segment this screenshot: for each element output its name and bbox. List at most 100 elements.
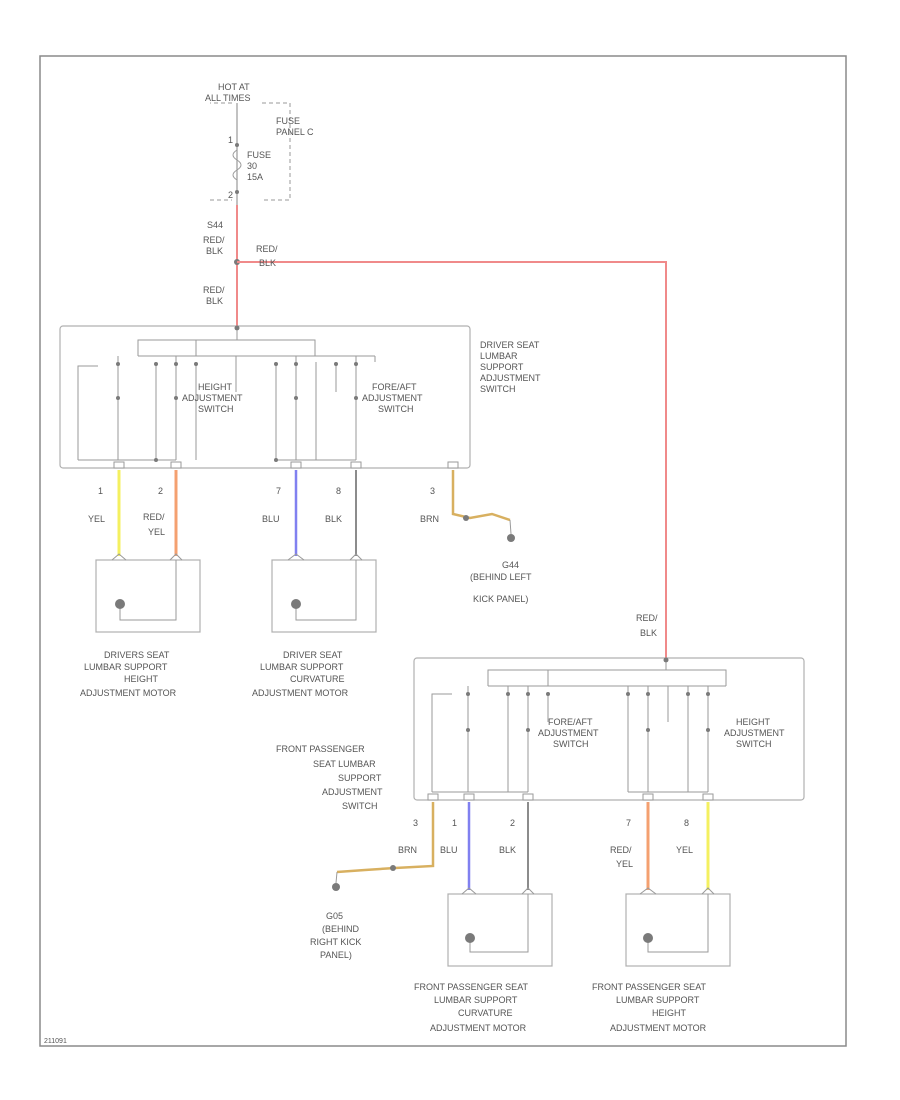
driver-ground-3: KICK PANEL) — [473, 594, 528, 604]
p-contact-dot-11 — [646, 728, 650, 732]
passenger-curvature-motor-connector-b — [469, 887, 535, 953]
passenger-pin-1-label: 1 — [452, 818, 457, 828]
driver-curvature-motor: DRIVER SEAT LUMBAR SUPPORT CURVATURE ADJ… — [252, 553, 377, 698]
driver-ground-lead — [509, 519, 512, 535]
driver-foreaft-switch-1: FORE/AFT — [372, 382, 417, 392]
driver-motor-1-label-1: DRIVERS SEAT — [104, 650, 170, 660]
fuse-node-top — [235, 143, 239, 147]
driver-pin-3-label: 3 — [430, 486, 435, 496]
driver-height-switch-1: HEIGHT — [198, 382, 233, 392]
passenger-pin-1-connector — [463, 793, 475, 801]
driver-wire-red-yel-1: RED/ — [143, 512, 165, 522]
driver-motor-1-label-2: LUMBAR SUPPORT — [84, 662, 168, 672]
fuse-label-2: 30 — [247, 161, 257, 171]
p-contact-dot-12 — [706, 728, 710, 732]
passenger-feed-1: RED/ — [636, 613, 658, 623]
passenger-pin-7-connector — [642, 793, 654, 801]
driver-height-motor-connector-a — [111, 553, 127, 561]
driver-pin-7-connector — [290, 461, 302, 469]
passenger-height-1: HEIGHT — [736, 717, 771, 727]
driver-contacts — [77, 362, 357, 461]
wire-c-label-2: BLK — [206, 296, 223, 306]
driver-pin-8-label: 8 — [336, 486, 341, 496]
passenger-wires: 3 1 2 7 8 BRN BLU BLK RED/ YEL YEL G05 (… — [310, 802, 710, 960]
passenger-wire-blu: BLU — [440, 845, 458, 855]
driver-height-switch-2: ADJUSTMENT — [182, 393, 243, 403]
driver-switch-box — [59, 325, 471, 469]
passenger-height-2: ADJUSTMENT — [724, 728, 785, 738]
contact-dot-11 — [294, 396, 298, 400]
driver-motor-2-label-4: ADJUSTMENT MOTOR — [252, 688, 349, 698]
passenger-motor-2-label-2: LUMBAR SUPPORT — [616, 995, 700, 1005]
contact-dot-5 — [274, 362, 278, 366]
power-source: HOT AT ALL TIMES FUSE PANEL C FUSE 30 15… — [205, 82, 314, 205]
passenger-height-motor-connector-b — [647, 887, 715, 953]
passenger-curvature-motor-box — [447, 893, 553, 967]
passenger-ground-1: G05 — [326, 911, 343, 921]
passenger-wire-red-yel-2: YEL — [616, 859, 633, 869]
driver-motor-2-label-1: DRIVER SEAT — [283, 650, 343, 660]
fuse-panel-outline — [210, 102, 291, 201]
p-contact-dot-7 — [686, 692, 690, 696]
passenger-pin-8-label: 8 — [684, 818, 689, 828]
wire-brn-driver — [451, 470, 511, 522]
passenger-switch-title-1: FRONT PASSENGER — [276, 744, 365, 754]
passenger-feed-2: BLK — [640, 628, 657, 638]
driver-wire-brn: BRN — [420, 514, 439, 524]
passenger-ground-4: PANEL) — [320, 950, 352, 960]
passenger-wire-brn: BRN — [398, 845, 417, 855]
passenger-curvature-motor-icon — [465, 933, 475, 943]
passenger-wire-red-yel-1: RED/ — [610, 845, 632, 855]
passenger-pin-2-label: 2 — [510, 818, 515, 828]
fuse-panel-label-2: PANEL C — [276, 127, 314, 137]
passenger-height-motor-connector-a — [639, 887, 657, 895]
passenger-motor-1-label-1: FRONT PASSENGER SEAT — [414, 982, 529, 992]
passenger-height-motor-icon — [643, 933, 653, 943]
p-contact-dot-3 — [526, 692, 530, 696]
wire-a-label-2: BLK — [206, 246, 223, 256]
contact-dot-14 — [274, 458, 278, 462]
passenger-motor-2-label-1: FRONT PASSENGER SEAT — [592, 982, 707, 992]
driver-pin-7-label: 7 — [276, 486, 281, 496]
passenger-ground-2: (BEHIND — [322, 924, 360, 934]
passenger-switch-input-pin — [663, 657, 669, 663]
passenger-ground-3: RIGHT KICK — [310, 937, 361, 947]
fuse-node-bottom — [235, 190, 239, 194]
passenger-foreaft-2: ADJUSTMENT — [538, 728, 599, 738]
wire-b-label-2: BLK — [259, 258, 276, 268]
contact-dot-2 — [154, 362, 158, 366]
passenger-internal-bus — [467, 662, 727, 692]
driver-wire-blk: BLK — [325, 514, 342, 524]
p-contact-dot-1 — [466, 692, 470, 696]
passenger-wire-yel: YEL — [676, 845, 693, 855]
p-contact-dot-6 — [646, 692, 650, 696]
wire-red-blk-passenger — [237, 261, 667, 660]
driver-lumbar-switch: HEIGHT ADJUSTMENT SWITCH FORE/AFT ADJUST… — [59, 325, 541, 469]
p-contact-dot-9 — [466, 728, 470, 732]
hot-label-2: ALL TIMES — [205, 93, 251, 103]
driver-height-motor-icon — [115, 599, 125, 609]
driver-curvature-motor-icon — [291, 599, 301, 609]
passenger-height-motor: FRONT PASSENGER SEAT LUMBAR SUPPORT HEIG… — [592, 887, 731, 1033]
driver-motor-2-label-3: CURVATURE — [290, 674, 345, 684]
passenger-motor-2-label-3: HEIGHT — [652, 1008, 687, 1018]
driver-pin-2-connector — [170, 461, 182, 469]
driver-motor-1-label-3: HEIGHT — [124, 674, 159, 684]
contact-dot-4 — [194, 362, 198, 366]
passenger-lumbar-switch: RED/ BLK FORE/AFT ADJUSTMENT SWITCH HEIG… — [276, 613, 805, 811]
contact-dot-13 — [154, 458, 158, 462]
p-contact-dot-5 — [626, 692, 630, 696]
driver-pin-8-connector — [350, 461, 362, 469]
driver-switch-title-4: ADJUSTMENT — [480, 373, 541, 383]
passenger-switch-title-3: SUPPORT — [338, 773, 382, 783]
driver-wire-blu: BLU — [262, 514, 280, 524]
contact-dot-1 — [116, 362, 120, 366]
passenger-motor-1-label-2: LUMBAR SUPPORT — [434, 995, 518, 1005]
driver-curvature-motor-box — [271, 559, 377, 633]
passenger-height-motor-box — [625, 893, 731, 967]
fuse-pin-bottom: 2 — [228, 190, 233, 200]
diagram-frame — [39, 55, 847, 1047]
driver-height-motor-connector-b — [119, 553, 183, 621]
driver-motor-2-label-2: LUMBAR SUPPORT — [260, 662, 344, 672]
driver-height-motor: DRIVERS SEAT LUMBAR SUPPORT HEIGHT ADJUS… — [80, 553, 201, 698]
